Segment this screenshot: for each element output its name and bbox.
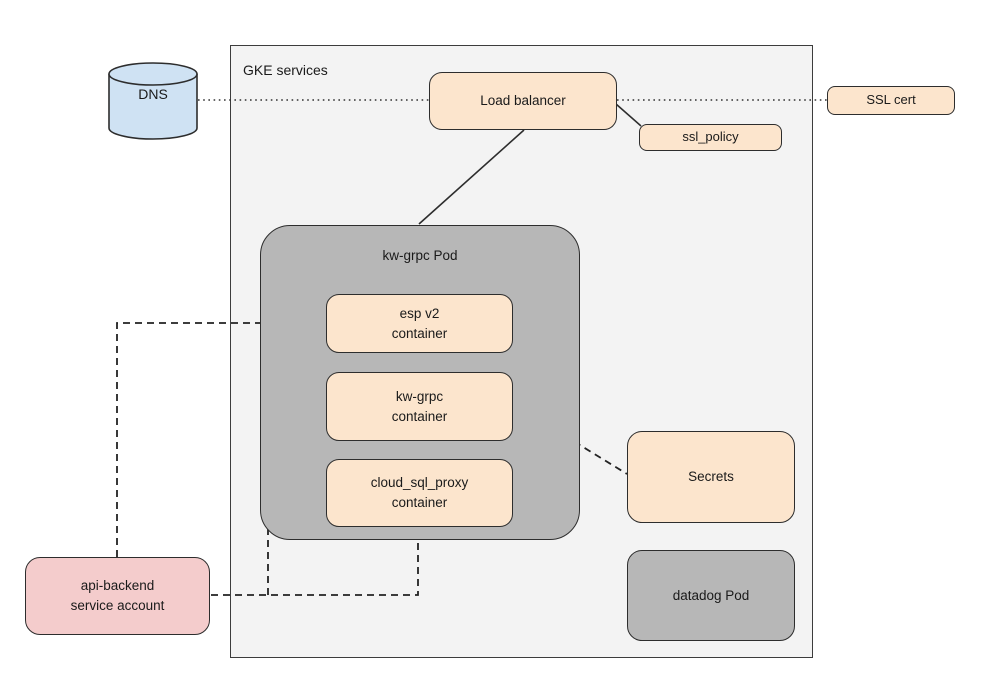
- database-cylinder-icon: [108, 62, 198, 140]
- datadog-pod-node: datadog Pod: [627, 550, 795, 641]
- secrets-node: Secrets: [627, 431, 795, 523]
- gke-services-title: GKE services: [243, 62, 328, 78]
- ssl-cert-node: SSL cert: [827, 86, 955, 115]
- dns-node: [108, 62, 198, 140]
- kw-grpc-container-node: kw-grpc container: [326, 372, 513, 441]
- esp-v2-container-node: esp v2 container: [326, 294, 513, 353]
- kw-grpc-pod-label: kw-grpc Pod: [382, 248, 458, 263]
- ssl-policy-node: ssl_policy: [639, 124, 782, 151]
- dns-label: DNS: [138, 86, 168, 102]
- load-balancer-node: Load balancer: [429, 72, 617, 130]
- api-backend-service-account-node: api-backend service account: [25, 557, 210, 635]
- cloud-sql-proxy-container-node: cloud_sql_proxy container: [326, 459, 513, 527]
